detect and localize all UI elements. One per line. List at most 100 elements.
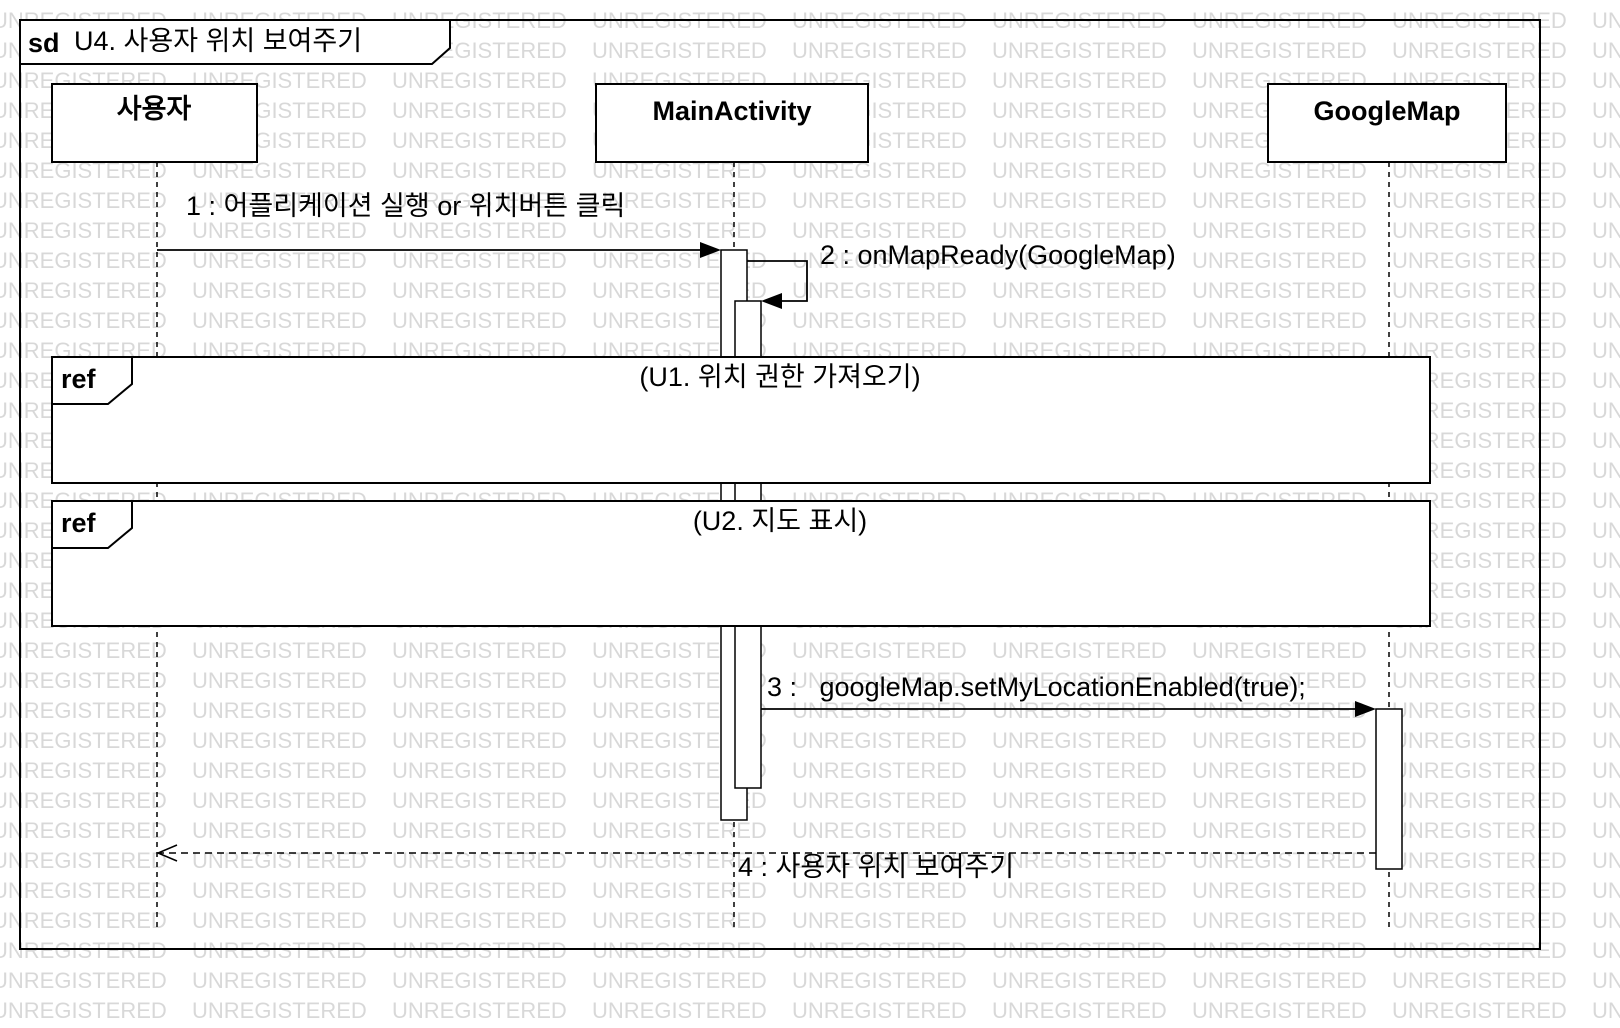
watermark-text: UNREGISTERED <box>992 788 1167 813</box>
watermark-text: UNREGISTERED <box>992 308 1167 333</box>
watermark-text: UNREGISTERED <box>0 278 167 303</box>
ref-fragment-u1[interactable] <box>51 356 1431 484</box>
watermark-text: UNREGISTERED <box>1192 848 1367 873</box>
watermark-text: UNREGISTERED <box>792 848 967 873</box>
watermark-text: UNREGISTERED <box>1592 368 1620 393</box>
watermark-text: UNREGISTERED <box>992 668 1167 693</box>
watermark-text: UNREGISTERED <box>1192 998 1367 1023</box>
watermark-text: UNREGISTERED <box>192 938 367 963</box>
watermark-text: UNREGISTERED <box>392 668 567 693</box>
watermark-text: UNREGISTERED <box>392 638 567 663</box>
watermark-text: UNREGISTERED <box>1392 698 1567 723</box>
watermark-text: UNREGISTERED <box>592 848 767 873</box>
message-2-label: 2 : onMapReady(GoogleMap) <box>820 240 1176 270</box>
watermark-text: UNREGISTERED <box>1592 188 1620 213</box>
watermark-text: UNREGISTERED <box>1192 908 1367 933</box>
watermark-text: UNREGISTERED <box>392 758 567 783</box>
watermark-text: UNREGISTERED <box>1392 728 1567 753</box>
watermark-text: UNREGISTERED <box>1592 638 1620 663</box>
ref-fragment-u1-label: (U1. 위치 권한 가져오기) <box>639 362 920 392</box>
watermark-text: UNREGISTERED <box>592 908 767 933</box>
watermark-text: UNREGISTERED <box>0 188 167 213</box>
watermark-text: UNREGISTERED <box>1192 38 1367 63</box>
watermark-text: UNREGISTERED <box>192 878 367 903</box>
watermark-text: UNREGISTERED <box>792 278 967 303</box>
watermark-text: UNREGISTERED <box>192 188 367 213</box>
ref-fragment-u2-keyword: ref <box>61 508 97 538</box>
message-4-label: 4 : 사용자 위치 보여주기 <box>738 852 1014 882</box>
watermark-text: UNREGISTERED <box>792 938 967 963</box>
message-1-arrowhead <box>700 242 721 258</box>
watermark-text: UNREGISTERED <box>1592 158 1620 183</box>
lifeline-head-user[interactable] <box>51 83 258 163</box>
ref-fragment-u1-keyword: ref <box>61 364 97 394</box>
watermark-text: UNREGISTERED <box>392 908 567 933</box>
watermark-text: UNREGISTERED <box>992 248 1167 273</box>
watermark-text: UNREGISTERED <box>392 968 567 993</box>
watermark-text: UNREGISTERED <box>992 818 1167 843</box>
watermark-text: UNREGISTERED <box>1592 278 1620 303</box>
watermark-text: UNREGISTERED <box>1192 308 1367 333</box>
watermark-text: UNREGISTERED <box>992 278 1167 303</box>
watermark-text: UNREGISTERED <box>1592 458 1620 483</box>
frame-title: U4. 사용자 위치 보여주기 <box>74 26 362 56</box>
watermark-text: UNREGISTERED <box>1392 818 1567 843</box>
message-1-label: 1 : 어플리케이션 실행 or 위치버튼 클릭 <box>186 191 625 221</box>
watermark-text: UNREGISTERED <box>592 878 767 903</box>
message-2-line <box>747 260 808 302</box>
message-4-arrowhead <box>156 844 178 862</box>
diagram-frame <box>19 19 1541 950</box>
watermark-text: UNREGISTERED <box>1592 878 1620 903</box>
watermark-text: UNREGISTERED <box>1192 218 1367 243</box>
watermark-text: UNREGISTERED <box>992 848 1167 873</box>
watermark-text: UNREGISTERED <box>0 308 167 333</box>
watermark-text: UNREGISTERED <box>992 968 1167 993</box>
watermark-text: UNREGISTERED <box>1592 338 1620 363</box>
watermark-text: UNREGISTERED <box>392 308 567 333</box>
watermark-text: UNREGISTERED <box>792 308 967 333</box>
watermark-text: UNREGISTERED <box>192 758 367 783</box>
watermark-text: UNREGISTERED <box>792 728 967 753</box>
watermark-text: UNREGISTERED <box>792 698 967 723</box>
watermark-text: UNREGISTERED <box>1592 98 1620 123</box>
watermark-text: UNREGISTERED <box>192 818 367 843</box>
ref-fragment-u2-label: (U2. 지도 표시) <box>693 506 867 536</box>
ref-fragment-u2[interactable] <box>51 500 1431 627</box>
watermark-text: UNREGISTERED <box>792 998 967 1023</box>
watermark-text: UNREGISTERED <box>392 818 567 843</box>
watermark-text: UNREGISTERED <box>1592 38 1620 63</box>
watermark-text: UNREGISTERED <box>1192 788 1367 813</box>
ref-fragment-u1-tab <box>52 356 133 405</box>
watermark-text: UNREGISTERED <box>392 938 567 963</box>
watermark-text: UNREGISTERED <box>992 98 1167 123</box>
watermark-text: UNREGISTERED <box>792 908 967 933</box>
lifeline-head-mainactivity[interactable] <box>595 83 869 163</box>
watermark-text: UNREGISTERED <box>1192 668 1367 693</box>
watermark-text: UNREGISTERED <box>1192 758 1367 783</box>
watermark-text: UNREGISTERED <box>192 248 367 273</box>
watermark-text: UNREGISTERED <box>1592 608 1620 633</box>
watermark-text: UNREGISTERED <box>992 998 1167 1023</box>
watermark-text: UNREGISTERED <box>1392 308 1567 333</box>
watermark-text: UNREGISTERED <box>1592 518 1620 543</box>
watermark-text: UNREGISTERED <box>792 818 967 843</box>
watermark-text: UNREGISTERED <box>192 788 367 813</box>
watermark-text: UNREGISTERED <box>1592 938 1620 963</box>
ref-fragment-u2-tab <box>52 500 133 549</box>
activation-googlemap <box>1375 708 1403 870</box>
watermark-text: UNREGISTERED <box>192 998 367 1023</box>
lifeline-name-mainactivity: MainActivity <box>652 96 811 126</box>
message-2-arrowhead <box>761 293 782 309</box>
lifeline-head-googlemap[interactable] <box>1267 83 1507 163</box>
watermark-text: UNREGISTERED <box>392 278 567 303</box>
watermark-text: UNREGISTERED <box>992 908 1167 933</box>
watermark-text: UNREGISTERED <box>1392 878 1567 903</box>
watermark-text: UNREGISTERED <box>392 788 567 813</box>
watermark-text: UNREGISTERED <box>792 188 967 213</box>
watermark-text: UNREGISTERED <box>1392 668 1567 693</box>
message-3-label: 3 : googleMap.setMyLocationEnabled(true)… <box>767 672 1306 702</box>
watermark-text: UNREGISTERED <box>1192 698 1367 723</box>
watermark-text: UNREGISTERED <box>1592 398 1620 423</box>
watermark-text: UNREGISTERED <box>192 698 367 723</box>
watermark-text: UNREGISTERED <box>1592 668 1620 693</box>
